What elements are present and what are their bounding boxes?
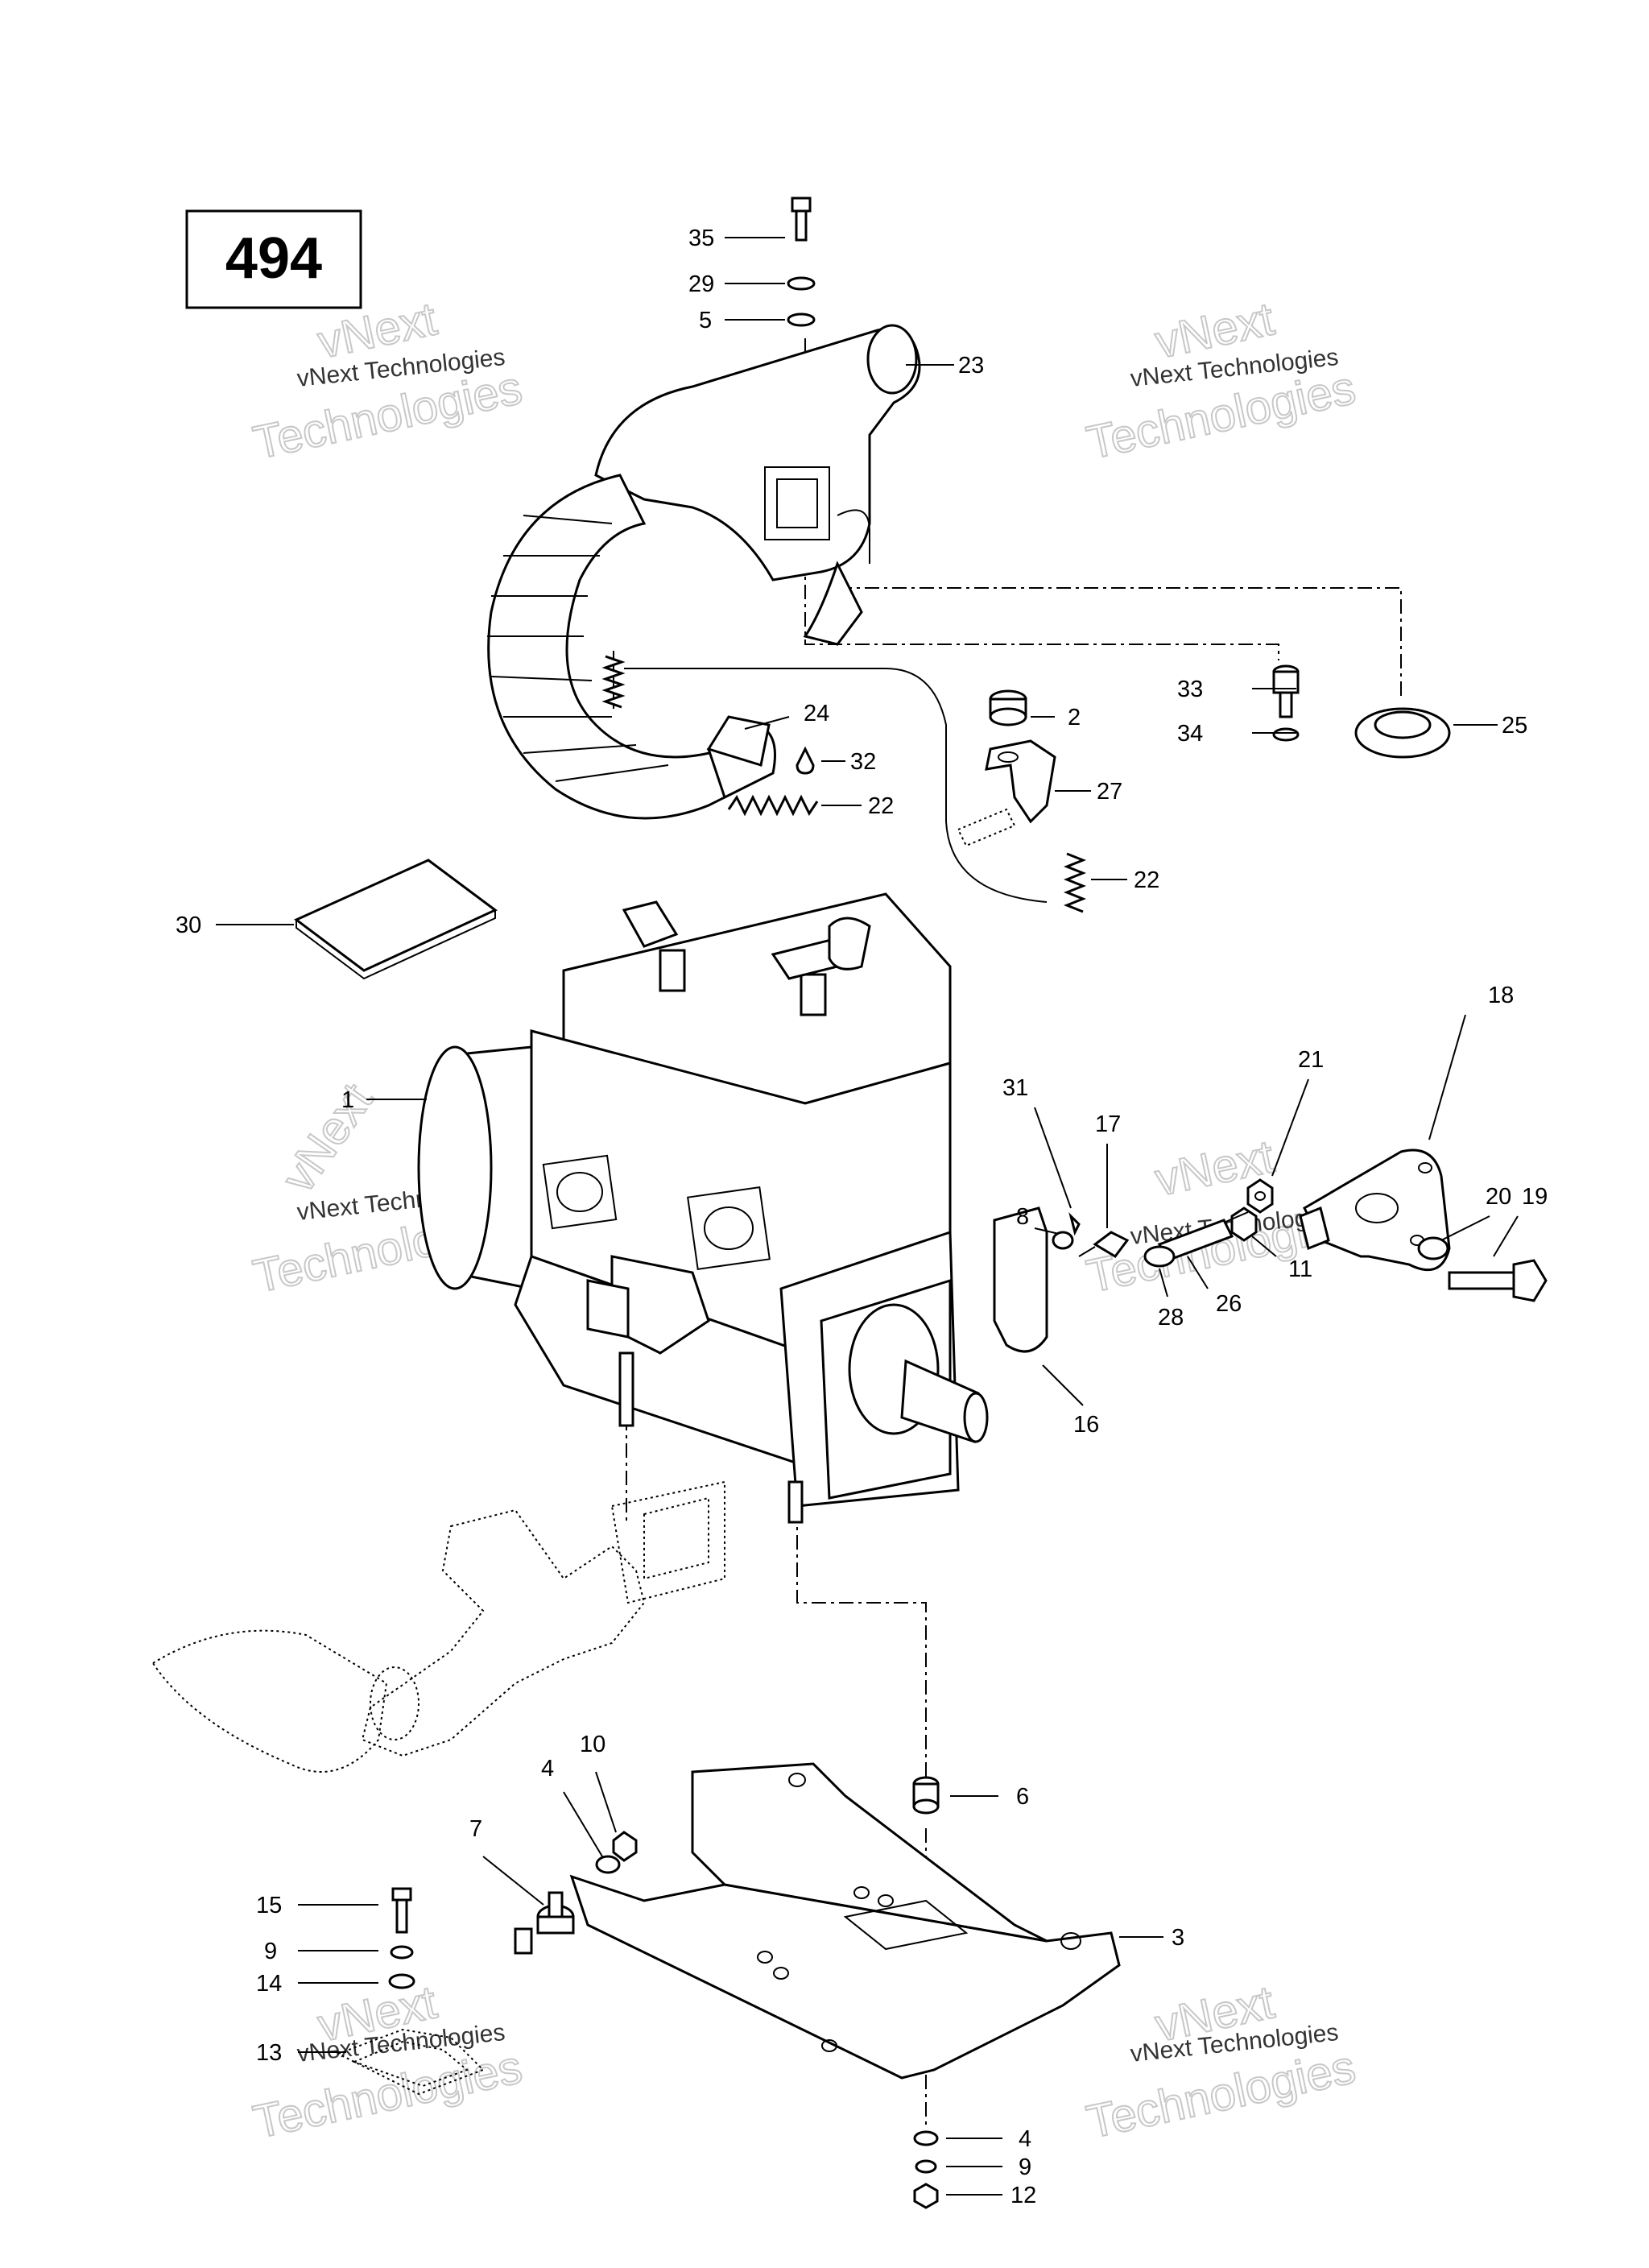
part-33-stud — [1272, 664, 1300, 718]
part-9-lock-washer-left — [390, 1945, 414, 1960]
watermark-bottom-right: vNext Technologies vNext Technologies — [1081, 1975, 1361, 2149]
callout-2: 2 — [1068, 705, 1081, 730]
page-number: 494 — [225, 226, 322, 291]
part-31-clip — [1068, 1212, 1081, 1236]
part-34-washer — [1272, 727, 1300, 742]
callout-9-left: 9 — [264, 1939, 277, 1964]
part-30-manual — [294, 859, 498, 980]
part-15-bolt — [391, 1887, 412, 1934]
callout-16: 16 — [1073, 1412, 1099, 1438]
part-10-nut — [612, 1831, 638, 1862]
part-6-spacer — [912, 1776, 940, 1815]
callout-27: 27 — [1097, 779, 1122, 805]
part-29-lock-washer — [787, 276, 816, 291]
part-25-grommet — [1354, 707, 1451, 759]
callout-10: 10 — [580, 1732, 605, 1757]
callout-23: 23 — [958, 353, 984, 379]
watermark-big-5: vNext — [271, 1074, 382, 1202]
callout-4-bottom: 4 — [1019, 2126, 1031, 2152]
part-23-muffler — [594, 324, 921, 646]
leader-lines — [216, 237, 1519, 2196]
callout-4-top: 4 — [541, 1756, 554, 1782]
part-22-spring-right — [1063, 852, 1087, 913]
part-2-rubber-knob — [989, 689, 1027, 726]
part-9-lock-washer-bottom — [915, 2159, 937, 2174]
watermark-bottom-left: vNext Technologies vNext Technologies — [248, 1975, 527, 2149]
part-4-washer-bottom — [913, 2130, 939, 2146]
watermark-top-left: vNext Technologies vNext Technologies — [248, 292, 527, 470]
callout-13: 13 — [256, 2040, 282, 2066]
part-13-rubber-mount — [336, 2028, 485, 2096]
callout-30: 30 — [176, 913, 201, 938]
part-18-bracket — [1299, 1148, 1451, 1272]
callout-22-right: 22 — [1134, 867, 1159, 893]
part-22-spring-top — [601, 651, 626, 709]
callout-15: 15 — [256, 1893, 282, 1918]
part-27-bolt — [957, 808, 1016, 847]
page-number-box: 494 — [185, 209, 362, 309]
callout-7: 7 — [469, 1816, 482, 1842]
callout-34: 34 — [1177, 721, 1203, 747]
callout-3: 3 — [1172, 1925, 1184, 1951]
part-32-sealant — [796, 746, 815, 775]
callout-19: 19 — [1522, 1184, 1548, 1210]
callout-28: 28 — [1158, 1305, 1184, 1331]
part-19-bolt — [1448, 1259, 1548, 1302]
callout-12: 12 — [1010, 2183, 1036, 2208]
callout-29: 29 — [688, 271, 714, 297]
part-21-nut — [1246, 1178, 1274, 1214]
callout-11: 11 — [1288, 1256, 1312, 1282]
callout-14: 14 — [256, 1971, 282, 1997]
callout-32: 32 — [850, 749, 876, 775]
part-27-bracket — [985, 739, 1056, 824]
part-7-engine-mount — [514, 1891, 575, 1955]
callout-25: 25 — [1502, 713, 1527, 739]
callout-6: 6 — [1016, 1784, 1029, 1810]
callout-22-mid: 22 — [868, 793, 894, 819]
callout-18: 18 — [1488, 983, 1514, 1008]
part-24-outlet-sleeve — [706, 715, 771, 767]
part-12-nut — [913, 2183, 939, 2209]
callout-26: 26 — [1216, 1291, 1242, 1317]
part-20-washer — [1417, 1236, 1449, 1260]
part-35-bolt — [791, 197, 812, 242]
callout-5: 5 — [699, 308, 712, 333]
watermark-top-right: vNext Technologies vNext Technologies — [1081, 292, 1361, 470]
callout-8: 8 — [1016, 1204, 1029, 1230]
part-8-washer — [1052, 1231, 1074, 1250]
part-5-flat-washer — [787, 312, 816, 327]
callout-20: 20 — [1486, 1184, 1511, 1210]
part-3-engine-support — [569, 1762, 1121, 2080]
part-14-washer — [388, 1973, 415, 1989]
callout-17: 17 — [1095, 1111, 1121, 1137]
part-4-washer-top — [595, 1855, 621, 1874]
callout-21: 21 — [1298, 1047, 1324, 1073]
callout-33: 33 — [1177, 677, 1203, 702]
callout-1: 1 — [341, 1087, 354, 1113]
part-16-plate — [993, 1206, 1048, 1353]
callout-labels: 35 29 5 23 33 34 25 2 24 32 22 27 22 30 … — [176, 226, 1548, 2208]
callout-9-bottom: 9 — [1019, 2154, 1031, 2180]
part-28-cap — [1143, 1245, 1176, 1268]
part-1-engine — [417, 892, 989, 1524]
callout-24: 24 — [804, 701, 829, 726]
part-11-nut — [1230, 1206, 1258, 1242]
part-22-spring-mid — [727, 794, 819, 817]
callout-31: 31 — [1002, 1075, 1028, 1101]
ghost-exhaust-manifold — [151, 1480, 725, 1773]
part-17-screw — [1078, 1231, 1130, 1258]
callout-35: 35 — [688, 226, 714, 251]
